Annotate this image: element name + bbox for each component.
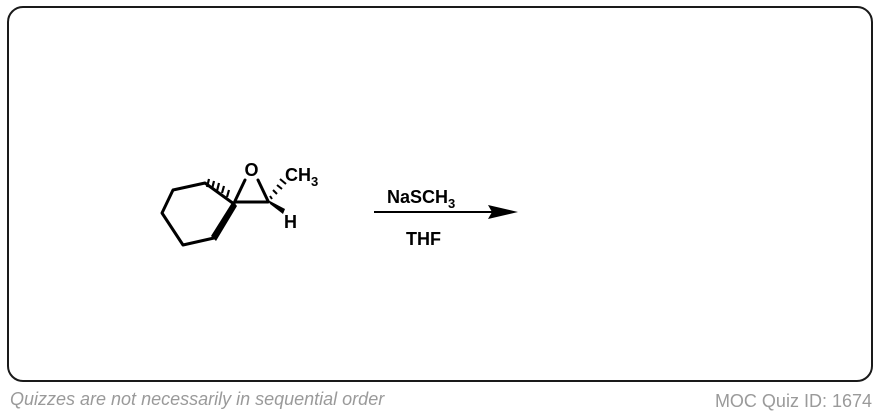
solvent-label: THF [406,229,441,249]
wedge-bond-ring [211,201,237,241]
reagent-label: NaSCH3 [387,187,455,211]
footer-note: Quizzes are not necessarily in sequentia… [10,389,385,409]
cyclohexane-ring [160,181,236,247]
hashed-bond-methyl [269,178,287,200]
quiz-id: MOC Quiz ID: 1674 [714,391,872,411]
hashed-bond-ring [205,178,231,198]
reaction-arrow [374,205,518,219]
quiz-panel [7,6,873,382]
methyl-group-label: CH3 [285,165,318,189]
wedge-bond-hydrogen [268,200,285,214]
epoxide-ring [233,178,270,204]
hydrogen-atom: H [284,212,297,232]
oxygen-atom: O [244,160,258,180]
